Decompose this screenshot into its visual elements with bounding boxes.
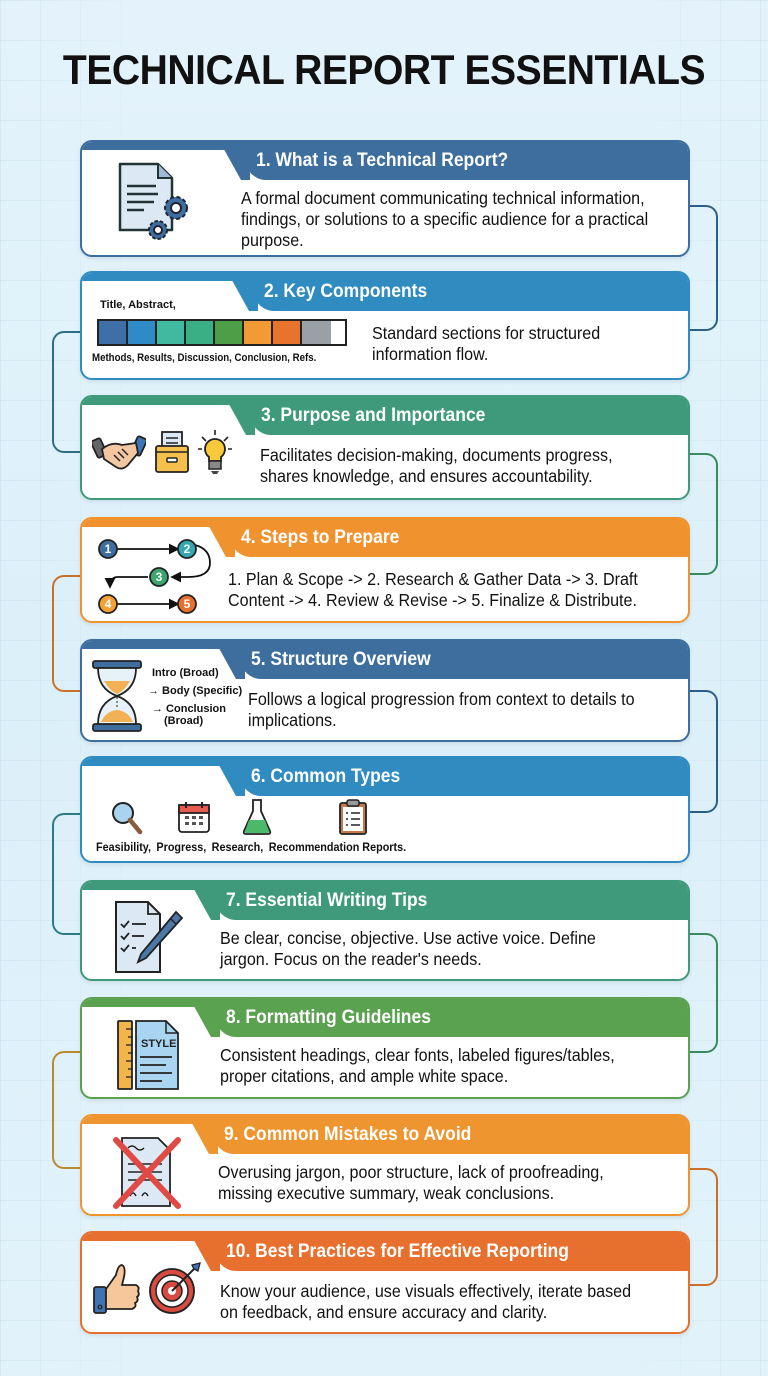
color-bar-sections [97, 319, 347, 346]
card-best-practices: 10. Best Practices for Effective Reporti… [80, 1231, 690, 1334]
connector-9-10 [688, 1168, 718, 1286]
card-common-types: 6. Common Types Feasibility, Progress, R… [80, 756, 690, 863]
card-text: A formal document communicating technica… [241, 188, 649, 250]
components-label-bottom: Methods, Results, Discussion, Conclusion… [92, 352, 317, 364]
connector-2-3 [52, 331, 82, 453]
card-header: 5. Structure Overview [237, 641, 688, 679]
magnifier-icon [110, 800, 144, 841]
card-header: 1. What is a Technical Report? [242, 142, 688, 180]
card-text: 1. Plan & Scope -> 2. Research & Gather … [228, 569, 638, 610]
card-structure-overview: 5. Structure Overview Intro (Broad) → Bo… [80, 639, 690, 742]
file-box-icon [155, 431, 189, 473]
card-text: Follows a logical progression from conte… [248, 689, 635, 730]
card-header: 10. Best Practices for Effective Reporti… [212, 1233, 688, 1271]
checklist-pen-icon [112, 900, 186, 979]
card-heading: 5. Structure Overview [251, 649, 431, 670]
card-text: Be clear, concise, objective. Use active… [220, 928, 596, 969]
structure-label-conclusion-broad: (Broad) [164, 715, 204, 727]
card-heading: 4. Steps to Prepare [241, 527, 400, 548]
card-heading: 7. Essential Writing Tips [226, 890, 428, 911]
card-writing-tips: 7. Essential Writing Tips Be clear, conc… [80, 880, 690, 981]
step-2: 2 [184, 542, 191, 556]
connector-3-4 [688, 453, 718, 575]
connector-1-2 [688, 205, 718, 331]
card-heading: 6. Common Types [251, 766, 401, 787]
type-feasibility: Feasibility, [96, 840, 152, 854]
thumbs-up-icon [93, 1264, 140, 1314]
crossed-document-icon [112, 1134, 184, 1214]
type-research: Research, [211, 840, 264, 854]
style-label: STYLE [141, 1038, 176, 1050]
card-heading: 2. Key Components [264, 281, 428, 302]
target-icon [149, 1262, 201, 1314]
card-header: 8. Formatting Guidelines [212, 999, 688, 1037]
card-formatting-guidelines: 8. Formatting Guidelines STYLE Consisten… [80, 997, 690, 1099]
card-header: 4. Steps to Prepare [227, 519, 688, 557]
card-text: Facilitates decision-making, documents p… [260, 445, 613, 486]
ruler-style-doc-icon: STYLE [116, 1019, 182, 1096]
clipboard-icon [338, 798, 368, 841]
card-text: Overusing jargon, poor structure, lack o… [218, 1162, 604, 1203]
connector-7-8 [688, 933, 718, 1053]
components-label-top: Title, Abstract, [100, 299, 176, 311]
card-purpose-importance: 3. Purpose and Importance Facilitate [80, 395, 690, 500]
connector-8-9 [52, 1051, 82, 1169]
document-gears-icon [114, 162, 204, 249]
card-header: 6. Common Types [237, 758, 688, 796]
card-text: Know your audience, use visuals effectiv… [220, 1281, 632, 1322]
step-1: 1 [105, 542, 112, 556]
card-heading: 8. Formatting Guidelines [226, 1007, 431, 1028]
connector-5-6 [688, 690, 718, 813]
card-key-components: 2. Key Components Title, Abstract, Metho… [80, 271, 690, 380]
step-3: 3 [156, 570, 163, 584]
card-heading: 10. Best Practices for Effective Reporti… [226, 1241, 569, 1262]
card-heading: 3. Purpose and Importance [261, 405, 486, 426]
page-title: TECHNICAL REPORT ESSENTIALS [62, 46, 706, 93]
card-heading: 1. What is a Technical Report? [256, 150, 509, 171]
type-recommendation: Recommendation Reports. [268, 840, 407, 854]
card-text: Standard sections for structured informa… [372, 323, 601, 364]
step-5: 5 [184, 597, 191, 611]
card-common-mistakes: 9. Common Mistakes to Avoid Overusing ja… [80, 1114, 690, 1216]
structure-label-conclusion: → Conclusion [152, 703, 226, 715]
card-header: 3. Purpose and Importance [247, 397, 688, 435]
card-heading: 9. Common Mistakes to Avoid [224, 1124, 472, 1145]
connector-4-5 [52, 575, 82, 692]
step-flow-diagram: 1 2 3 4 5 [98, 537, 218, 621]
handshake-icon [92, 435, 146, 470]
structure-label-body: → Body (Specific) [148, 685, 243, 697]
card-header: 7. Essential Writing Tips [212, 882, 688, 920]
card-what-is-technical-report: 1. What is a Technical Report? A formal … [80, 140, 690, 257]
sections-bar: Title, Abstract, Methods, Results, Discu… [92, 299, 347, 364]
step-4: 4 [105, 597, 112, 611]
card-header: 2. Key Components [250, 273, 688, 311]
lightbulb-icon [198, 430, 232, 474]
type-progress: Progress, [156, 840, 207, 854]
connector-6-7 [52, 813, 82, 935]
hourglass-icon [92, 659, 142, 738]
card-header: 9. Common Mistakes to Avoid [210, 1116, 688, 1154]
card-steps-to-prepare: 4. Steps to Prepare 1 2 3 4 5 1. Plan & … [80, 517, 690, 623]
structure-label-intro: Intro (Broad) [152, 667, 219, 679]
calendar-icon [177, 800, 211, 839]
flask-icon [242, 798, 272, 841]
card-text: Consistent headings, clear fonts, labele… [220, 1045, 615, 1086]
